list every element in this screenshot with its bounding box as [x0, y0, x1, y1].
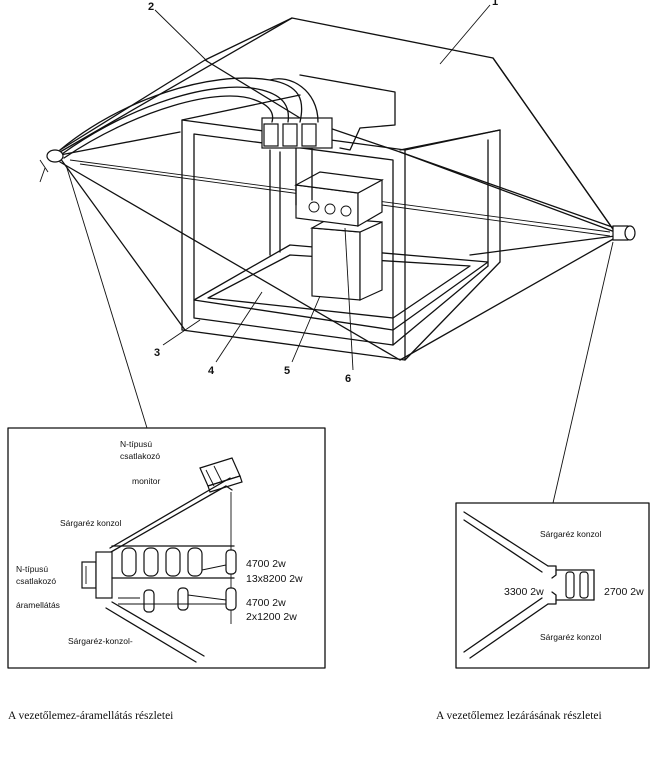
- lower-bracket-label: Sárgaréz-konzol-: [68, 636, 133, 646]
- cable-bundle: [59, 74, 396, 206]
- connector-block: [294, 171, 384, 228]
- tem-cell-drawing: [39, 4, 636, 504]
- callout-5: 5: [284, 365, 290, 377]
- power-connector-label-1: N-típusú: [16, 564, 48, 574]
- left-inset: N-típusú csatlakozó monitor Sárgaréz kon…: [7, 427, 326, 669]
- left-inset-frame: [7, 427, 326, 669]
- resistor-value-2: 13x8200 2w: [246, 573, 303, 585]
- callout-2: 2: [148, 1, 154, 13]
- power-supply-label: áramellátás: [16, 600, 60, 610]
- resistor-value-3: 4700 2w: [246, 597, 286, 609]
- callout-6: 6: [345, 373, 351, 385]
- monitor-connector-label-1: N-típusú: [120, 439, 152, 449]
- right-lower-bracket-label: Sárgaréz konzol: [540, 632, 602, 642]
- left-end-connector: [39, 149, 64, 183]
- callout-4: 4: [208, 365, 215, 377]
- upper-bracket-label: Sárgaréz konzol: [60, 518, 122, 528]
- monitor-label: monitor: [132, 476, 161, 486]
- resistor-array: [121, 547, 237, 613]
- right-upper-bracket-label: Sárgaréz konzol: [540, 529, 602, 539]
- resistor-value-1: 4700 2w: [246, 558, 286, 570]
- monitor-connector: [199, 457, 243, 493]
- right-value-right: 2700 2w: [604, 586, 644, 598]
- resistor-value-4: 2x1200 2w: [246, 611, 297, 623]
- right-inset-frame: [455, 502, 650, 669]
- termination-resistor: [547, 565, 595, 605]
- right-caption: A vezetőlemez lezárásának részletei: [436, 710, 602, 722]
- right-end-connector: [612, 225, 636, 241]
- callout-1: 1: [492, 0, 498, 8]
- power-connector: [81, 551, 113, 599]
- monitor-connector-label-2: csatlakozó: [120, 451, 160, 461]
- callout-3: 3: [154, 347, 160, 359]
- left-caption: A vezetőlemez-áramellátás részletei: [8, 710, 173, 722]
- right-value-left: 3300 2w: [504, 586, 544, 598]
- right-inset: Sárgaréz konzol 3300 2w 2700 2w Sárgaréz…: [455, 502, 650, 669]
- power-connector-label-2: csatlakozó: [16, 576, 56, 586]
